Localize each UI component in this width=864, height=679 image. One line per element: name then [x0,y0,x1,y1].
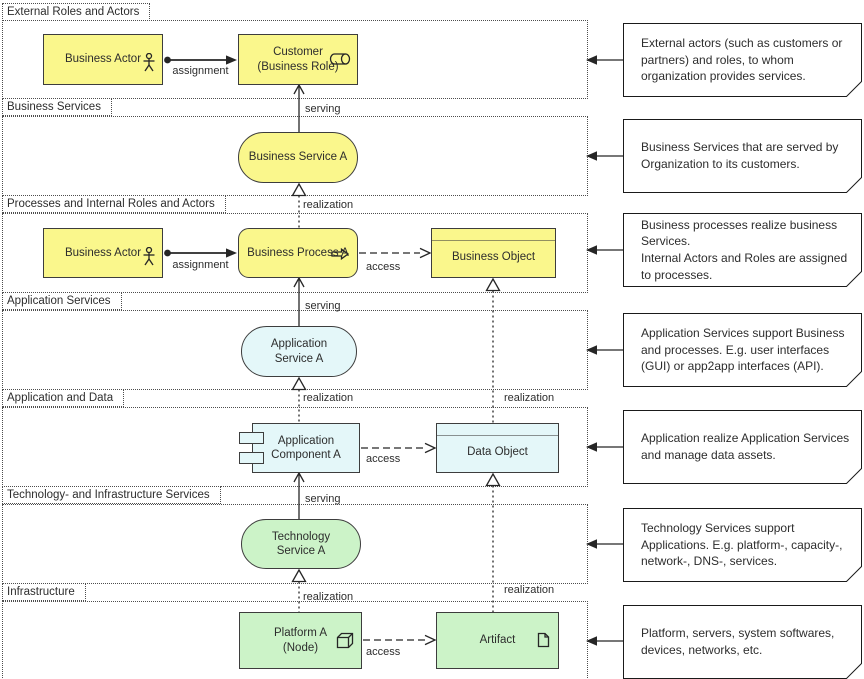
note-pointer-arrow [586,345,623,355]
business-actor-node-2: Business Actor [43,228,163,278]
access-edge-component-data-object [361,442,437,454]
artifact-document-icon [537,618,550,663]
serving-label-1: serving [305,103,341,115]
artifact-label: Artifact [479,634,516,647]
note-text: Technology Services support Applications… [641,521,843,569]
technology-service-a-label: Technology Service A [271,530,331,557]
serving-label-2: serving [305,300,341,312]
realization-edge-process-business-service [291,182,307,229]
realization-edge-artifact-data-object [485,472,501,613]
application-service-a-node: Application Service A [241,326,357,377]
realization-label-3: realization [504,392,555,404]
business-object-node: Business Object [431,228,556,278]
note-pointer-arrow [586,636,623,646]
realization-edge-component-app-service [291,376,307,424]
note-text: External actors (such as customers or pa… [641,36,843,84]
note-business-processes: Business processes realize business Serv… [623,213,862,287]
note-text: Business Services that are served by Org… [641,140,839,171]
component-tab-icon [239,432,264,444]
customer-business-role-node: Customer (Business Role) [238,34,358,85]
access-label-2: access [366,453,401,465]
lane-title-processes-internal-roles-actors: Processes and Internal Roles and Actors [2,195,226,213]
assignment-label-2: assignment [172,259,229,271]
object-titlebar [432,229,555,241]
business-service-a-node: Business Service A [238,132,358,183]
realization-edge-platform-tech-service [291,568,307,613]
customer-label: Customer (Business Role) [257,46,339,73]
note-pointer-arrow [586,442,623,452]
realization-label-4: realization [303,591,354,603]
lane-title-infrastructure: Infrastructure [2,583,86,601]
serving-edge-tech-service-component [293,471,305,520]
artifact-node: Artifact [436,612,559,669]
lane-title-application-and-data: Application and Data [2,389,125,407]
business-process-a-node: Business Process A [238,228,358,278]
note-business-services: Business Services that are served by Org… [623,119,862,193]
lane-title-business-services: Business Services [2,98,112,116]
business-object-label: Business Object [451,251,536,264]
platform-a-node: Platform A (Node) [239,612,362,669]
note-text: Application realize Application Services… [641,431,850,462]
lane-processes-internal-roles-actors [2,213,588,293]
component-tab-icon [239,452,264,464]
note-application-services: Application Services support Business an… [623,313,862,387]
note-text: Application Services support Business an… [641,326,845,374]
access-edge-process-business-object [359,247,432,259]
technology-service-a-node: Technology Service A [241,519,361,569]
note-text: Platform, servers, system softwares, dev… [641,626,835,657]
business-role-icon [329,39,351,80]
process-icon [331,234,349,275]
node-cube-icon [336,618,354,664]
note-pointer-arrow [586,151,623,161]
access-label-1: access [366,261,401,273]
platform-a-label: Platform A (Node) [273,627,328,654]
note-application-data: Application realize Application Services… [623,410,862,484]
assignment-label-1: assignment [172,65,229,77]
note-text: Business processes realize business Serv… [641,217,848,282]
access-label-3: access [366,646,401,658]
serving-label-3: serving [305,493,341,505]
note-external-actors: External actors (such as customers or pa… [623,23,862,97]
business-actor-node-1: Business Actor [43,34,163,85]
lane-title-technology-infrastructure-services: Technology- and Infrastructure Services [2,486,221,504]
assignment-edge-actor-customer [164,55,237,65]
business-actor-2-label: Business Actor [64,246,142,259]
application-service-a-label: Application Service A [270,338,328,365]
data-object-label: Data Object [467,446,528,459]
realization-label-5: realization [504,584,555,596]
serving-edge-business-service-customer [293,83,305,133]
realization-label-1: realization [303,199,354,211]
note-pointer-arrow [586,55,623,65]
assignment-edge-actor-process [164,248,237,258]
actor-icon [142,233,156,281]
data-object-node: Data Object [436,423,559,473]
access-edge-platform-artifact [363,634,437,646]
lane-infrastructure [2,601,588,679]
application-component-a-node: Application Component A [239,423,360,473]
business-actor-1-label: Business Actor [64,53,142,66]
serving-edge-app-service-process [293,276,305,327]
lane-title-external-roles-and-actors: External Roles and Actors [2,3,151,21]
note-technology-services: Technology Services support Applications… [623,508,862,582]
object-titlebar [437,424,558,436]
note-pointer-arrow [586,539,623,549]
note-infrastructure: Platform, servers, system softwares, dev… [623,605,862,679]
business-service-a-label: Business Service A [248,151,348,164]
note-pointer-arrow [586,245,623,255]
realization-edge-data-object-business-object [485,277,501,424]
lane-title-application-services: Application Services [2,292,122,310]
actor-icon [142,39,156,87]
application-component-a-label: Application Component A [271,434,341,461]
realization-label-2: realization [303,392,354,404]
